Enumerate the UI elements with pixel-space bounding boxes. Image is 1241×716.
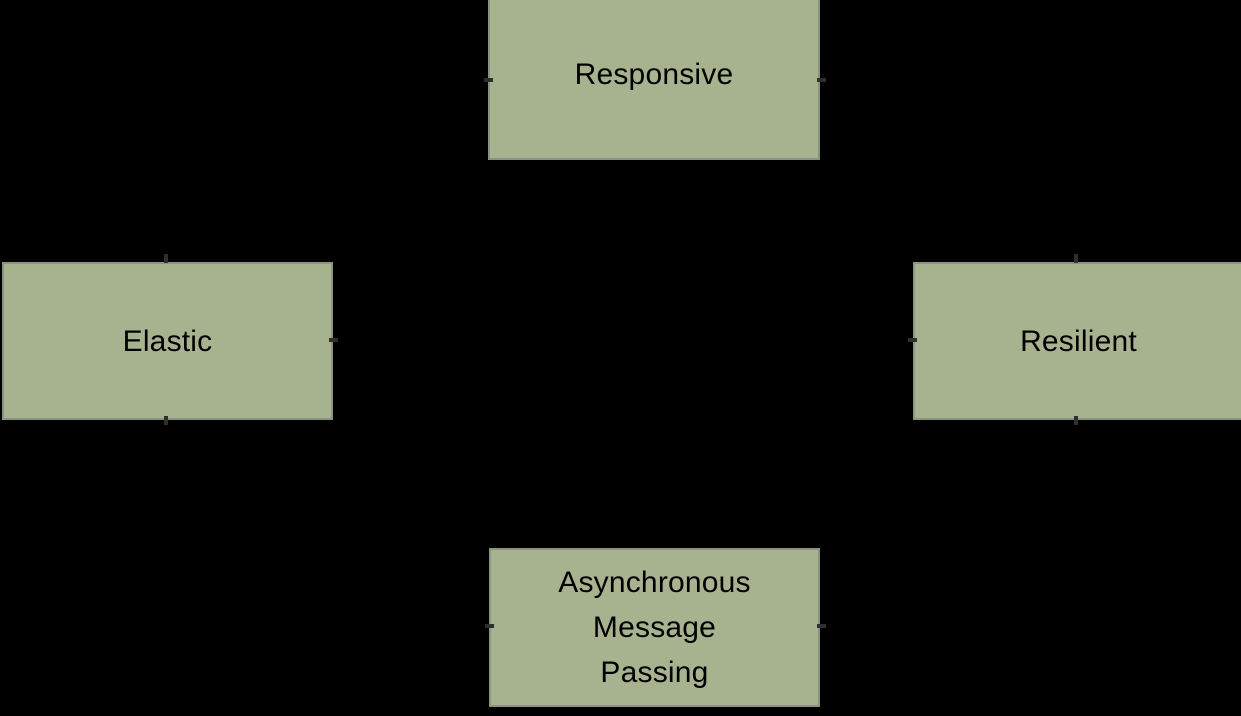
node-resilient[interactable]: Resilient <box>913 262 1241 420</box>
connector-resilient-bottom-stub <box>1074 416 1078 425</box>
node-label-asynchronous-message-passing: Asynchronous Message Passing <box>558 566 751 689</box>
node-label-elastic: Elastic <box>122 324 213 358</box>
connector-async-right-stub <box>817 624 826 628</box>
connector-elastic-bottom-stub <box>164 416 168 425</box>
node-asynchronous-message-passing[interactable]: Asynchronous Message Passing <box>489 548 820 707</box>
connector-resilient-top-stub <box>1074 254 1078 263</box>
node-label-responsive: Responsive <box>574 57 734 91</box>
connector-responsive-left-stub <box>484 78 493 82</box>
connector-responsive-right-stub <box>817 78 826 82</box>
node-label-resilient: Resilient <box>1020 324 1137 358</box>
connector-resilient-left-stub <box>908 338 917 342</box>
connector-async-left-stub <box>485 624 494 628</box>
connector-elastic-right-stub <box>329 338 338 342</box>
node-elastic[interactable]: Elastic <box>2 262 333 420</box>
node-responsive[interactable]: Responsive <box>488 0 820 160</box>
connector-elastic-top-stub <box>164 254 168 263</box>
